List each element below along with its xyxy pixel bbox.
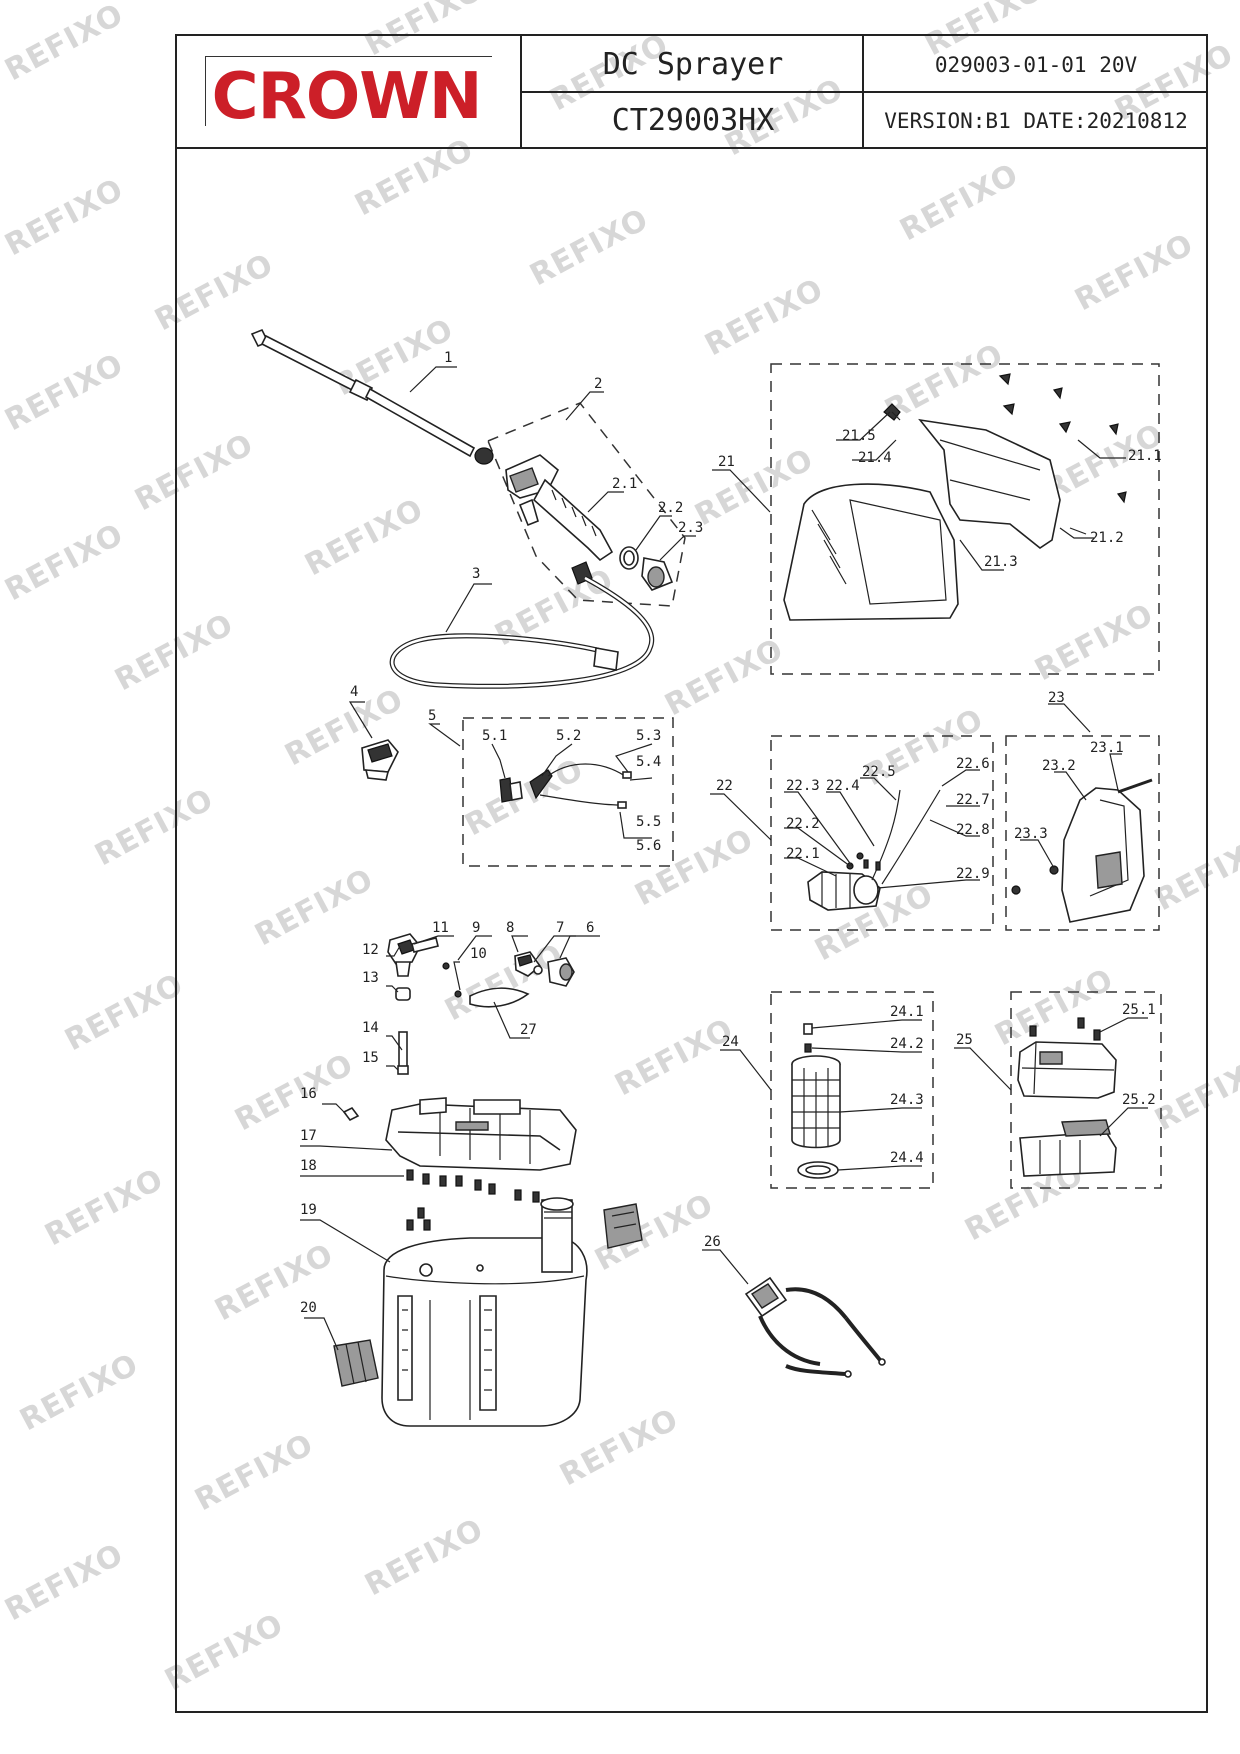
part-label-10: 10 bbox=[470, 946, 487, 962]
version-date: VERSION:B1 DATE:20210812 bbox=[884, 109, 1188, 133]
group-box-5 bbox=[462, 717, 674, 867]
part-label-5-5: 5.5 bbox=[636, 814, 661, 830]
part-label-1: 1 bbox=[444, 350, 452, 366]
filter-part bbox=[791, 1023, 841, 1179]
part-label-5-6: 5.6 bbox=[636, 838, 661, 854]
back-cover-part bbox=[1011, 778, 1153, 923]
part-label-23-3: 23.3 bbox=[1014, 826, 1048, 842]
part-label-21-4: 21.4 bbox=[858, 450, 892, 466]
part-label-23-1: 23.1 bbox=[1090, 740, 1124, 756]
logo-rule bbox=[205, 56, 206, 126]
group-box-21 bbox=[770, 363, 1160, 675]
product-name: DC Sprayer bbox=[602, 46, 784, 82]
motor-housing-part bbox=[783, 373, 1127, 621]
part-label-12: 12 bbox=[362, 942, 379, 958]
model-number: CT29003HX bbox=[611, 102, 775, 138]
part-label-22-8: 22.8 bbox=[956, 822, 990, 838]
part-label-24-1: 24.1 bbox=[890, 1004, 924, 1020]
part-label-19: 19 bbox=[300, 1202, 317, 1218]
part-label-5-4: 5.4 bbox=[636, 754, 661, 770]
part-label-22-1: 22.1 bbox=[786, 846, 820, 862]
part-label-18: 18 bbox=[300, 1158, 317, 1174]
part-label-14: 14 bbox=[362, 1020, 379, 1036]
spray-lance-part bbox=[250, 328, 494, 465]
part-label-13: 13 bbox=[362, 970, 379, 986]
part-label-8: 8 bbox=[506, 920, 514, 936]
document-code: 029003-01-01 20V bbox=[934, 53, 1138, 77]
crown-logo: CROWN bbox=[211, 60, 483, 134]
part-label-22-4: 22.4 bbox=[826, 778, 860, 794]
battery-holder-part bbox=[1017, 1017, 1117, 1177]
battery-cover-part bbox=[333, 1339, 379, 1387]
motor-pump-part bbox=[807, 789, 941, 911]
shoulder-strap-part bbox=[744, 1276, 886, 1378]
part-label-6: 6 bbox=[586, 920, 594, 936]
part-label-24-2: 24.2 bbox=[890, 1036, 924, 1052]
tank-lid-part bbox=[342, 1097, 577, 1231]
group-box-23 bbox=[1005, 735, 1160, 931]
logo-rule bbox=[205, 56, 492, 57]
part-label-27: 27 bbox=[520, 1022, 537, 1038]
water-tank-part bbox=[381, 1197, 588, 1427]
part-labels: 1 2 2.1 2.2 2.3 3 4 5 5.1 5.2 5.3 5.4 5.… bbox=[300, 350, 1162, 1316]
part-label-11: 11 bbox=[432, 920, 449, 936]
part-label-22-9: 22.9 bbox=[956, 866, 990, 882]
part-label-26: 26 bbox=[704, 1234, 721, 1250]
part-label-2-3: 2.3 bbox=[678, 520, 703, 536]
part-label-25-1: 25.1 bbox=[1122, 1002, 1156, 1018]
part-label-23: 23 bbox=[1048, 690, 1065, 706]
part-label-17: 17 bbox=[300, 1128, 317, 1144]
part-label-4: 4 bbox=[350, 684, 358, 700]
part-label-5-3: 5.3 bbox=[636, 728, 661, 744]
part-label-24: 24 bbox=[722, 1034, 739, 1050]
part-label-2-2: 2.2 bbox=[658, 500, 683, 516]
part-label-24-3: 24.3 bbox=[890, 1092, 924, 1108]
part-label-5-2: 5.2 bbox=[556, 728, 581, 744]
switch-wiring-part bbox=[499, 763, 632, 809]
valve-parts-group bbox=[387, 933, 575, 1075]
part-label-25: 25 bbox=[956, 1032, 973, 1048]
part-label-9: 9 bbox=[472, 920, 480, 936]
part-label-22-2: 22.2 bbox=[786, 816, 820, 832]
part-label-20: 20 bbox=[300, 1300, 317, 1316]
part-label-5: 5 bbox=[428, 708, 436, 724]
part-label-21-1: 21.1 bbox=[1128, 448, 1162, 464]
part-label-22: 22 bbox=[716, 778, 733, 794]
part-label-5-1: 5.1 bbox=[482, 728, 507, 744]
part-label-2-1: 2.1 bbox=[612, 476, 637, 492]
part-label-21-2: 21.2 bbox=[1090, 530, 1124, 546]
part-label-25-2: 25.2 bbox=[1122, 1092, 1156, 1108]
part-label-3: 3 bbox=[472, 566, 480, 582]
tank-bracket-part bbox=[603, 1203, 643, 1249]
part-label-22-6: 22.6 bbox=[956, 756, 990, 772]
part-label-22-7: 22.7 bbox=[956, 792, 990, 808]
leader-lines bbox=[300, 366, 1148, 1351]
part-label-21-5: 21.5 bbox=[842, 428, 876, 444]
part-label-24-4: 24.4 bbox=[890, 1150, 924, 1166]
part-label-2: 2 bbox=[594, 376, 602, 392]
part-label-23-2: 23.2 bbox=[1042, 758, 1076, 774]
part-label-16: 16 bbox=[300, 1086, 317, 1102]
part-label-21: 21 bbox=[718, 454, 735, 470]
part-label-22-5: 22.5 bbox=[862, 764, 896, 780]
part-label-22-3: 22.3 bbox=[786, 778, 820, 794]
hose-part bbox=[389, 561, 655, 689]
part-label-15: 15 bbox=[362, 1050, 379, 1066]
part-label-21-3: 21.3 bbox=[984, 554, 1018, 570]
page-border bbox=[175, 34, 1208, 1713]
trigger-handle-part bbox=[505, 454, 674, 591]
part-label-7: 7 bbox=[556, 920, 564, 936]
rocker-switch-part bbox=[361, 739, 399, 781]
